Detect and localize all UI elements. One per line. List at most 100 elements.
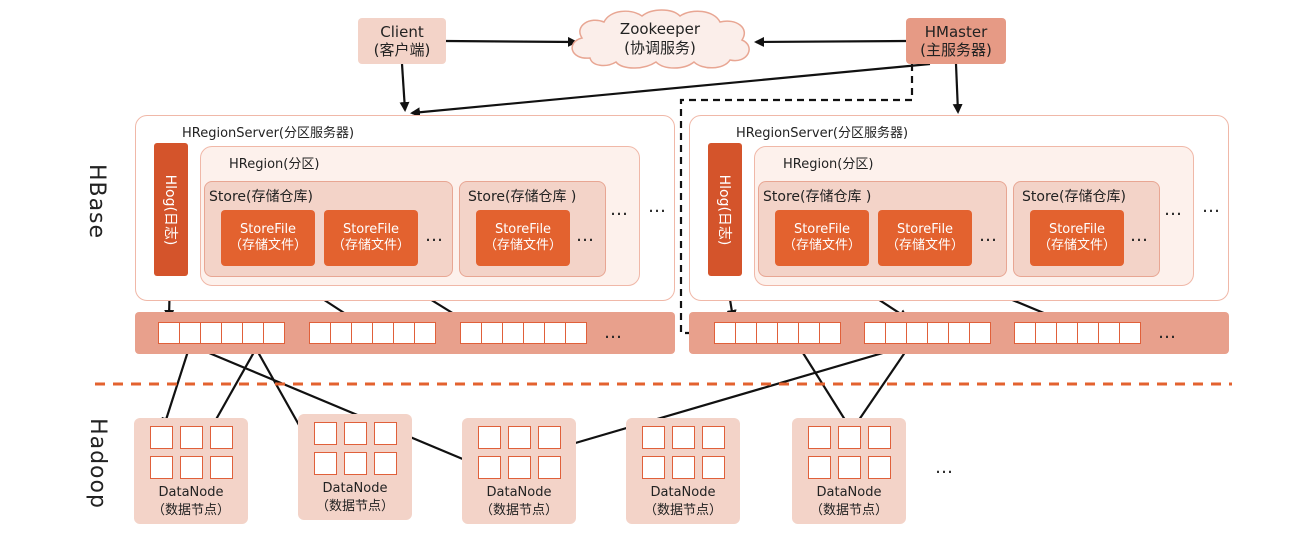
hregion-title: HRegion(分区) xyxy=(783,157,874,172)
datanode-block xyxy=(180,426,203,449)
storefile-label: StoreFile xyxy=(896,222,954,237)
storefile-label: StoreFile xyxy=(1048,222,1106,237)
store-box[interactable]: Store(存储仓库) StoreFile （存储文件） … xyxy=(1013,181,1160,277)
hdfs-block xyxy=(221,322,243,344)
region-server-2[interactable]: HRegionServer(分区服务器) Hlog(日志) HRegion(分区… xyxy=(689,115,1229,301)
hdfs-block xyxy=(1056,322,1078,344)
hdfs-block xyxy=(819,322,841,344)
datanode-block xyxy=(838,456,861,479)
store-title: Store(存储仓库) xyxy=(209,189,313,205)
hdfs-block xyxy=(969,322,991,344)
region-server-title: HRegionServer(分区服务器) xyxy=(736,126,909,141)
hmaster-to-rs1-arrow xyxy=(410,62,931,118)
datanode-block xyxy=(508,426,531,449)
region-server-title: HRegionServer(分区服务器) xyxy=(182,126,355,141)
datanode[interactable]: DataNode （数据节点） xyxy=(626,418,740,524)
hdfs-block xyxy=(481,322,503,344)
store-box[interactable]: Store(存储仓库 ) StoreFile （存储文件） StoreFile … xyxy=(758,181,1007,277)
datanode-block xyxy=(868,456,891,479)
datanode[interactable]: DataNode （数据节点） xyxy=(792,418,906,524)
datanode-block xyxy=(808,426,831,449)
hregion-box[interactable]: HRegion(分区) Store(存储仓库 ) StoreFile （存储文件… xyxy=(754,146,1194,286)
ellipsis: … xyxy=(604,322,624,343)
storefile-label: StoreFile xyxy=(239,222,297,237)
zookeeper-sublabel: (协调服务) xyxy=(624,39,696,57)
datanode-block xyxy=(210,456,233,479)
hregion-title: HRegion(分区) xyxy=(229,157,320,172)
client-label: Client xyxy=(380,23,424,41)
hmaster-sublabel: (主服务器) xyxy=(920,41,992,59)
hdfs-block xyxy=(393,322,415,344)
hdfs-block xyxy=(242,322,264,344)
datanode-block xyxy=(702,456,725,479)
hdfs-block xyxy=(565,322,587,344)
datanode-block xyxy=(538,456,561,479)
datanode-block xyxy=(642,456,665,479)
storefile-sublabel: （存储文件） xyxy=(331,238,410,253)
hdfs-block xyxy=(158,322,180,344)
hlog-box[interactable]: Hlog(日志) xyxy=(708,143,742,276)
datanode-block xyxy=(672,456,695,479)
zookeeper-label: Zookeeper xyxy=(619,20,701,38)
hdfs-block xyxy=(372,322,394,344)
storefile-box[interactable]: StoreFile （存储文件） xyxy=(775,210,869,266)
datanode-label: DataNode xyxy=(158,485,224,500)
storefile-box[interactable]: StoreFile （存储文件） xyxy=(324,210,418,266)
hmaster-node[interactable]: HMaster (主服务器) xyxy=(906,18,1006,64)
hdfs-block xyxy=(1119,322,1141,344)
datanode-block xyxy=(374,422,397,445)
datanode-block xyxy=(672,426,695,449)
datanode[interactable]: DataNode （数据节点） xyxy=(298,414,412,520)
hdfs-block xyxy=(948,322,970,344)
hadoop-label: Hadoop xyxy=(84,417,110,509)
storefile-box[interactable]: StoreFile （存储文件） xyxy=(1030,210,1124,266)
hregion-box[interactable]: HRegion(分区) Store(存储仓库) StoreFile （存储文件）… xyxy=(200,146,640,286)
region-server-1[interactable]: HRegionServer(分区服务器) Hlog(日志) HRegion(分区… xyxy=(135,115,675,301)
ellipsis: … xyxy=(979,225,999,246)
client-node[interactable]: Client (客户端) xyxy=(358,18,446,64)
hmaster-to-rs2-arrow xyxy=(952,63,963,114)
datanode[interactable]: DataNode （数据节点） xyxy=(462,418,576,524)
datanode-block xyxy=(150,456,173,479)
cloud-icon xyxy=(571,9,750,69)
hlog-box[interactable]: Hlog(日志) xyxy=(154,143,188,276)
datanode-block xyxy=(702,426,725,449)
ellipsis: … xyxy=(425,225,445,246)
storefile-box[interactable]: StoreFile （存储文件） xyxy=(221,210,315,266)
block-arrow-7 xyxy=(529,343,911,459)
store-box[interactable]: Store(存储仓库 ) StoreFile （存储文件） … xyxy=(459,181,606,277)
datanode[interactable]: DataNode （数据节点） xyxy=(134,418,248,524)
hdfs-block xyxy=(351,322,373,344)
hdfs-block xyxy=(798,322,820,344)
hdfs-block xyxy=(1014,322,1036,344)
storefile-label: StoreFile xyxy=(494,222,552,237)
hdfs-block xyxy=(179,322,201,344)
hdfs-block xyxy=(714,322,736,344)
block-arrow-4 xyxy=(189,343,479,467)
datanode-sublabel: （数据节点） xyxy=(315,499,394,514)
storefile-label: StoreFile xyxy=(342,222,400,237)
hlog-label: Hlog(日志) xyxy=(716,174,732,245)
store-box[interactable]: Store(存储仓库) StoreFile （存储文件） StoreFile （… xyxy=(204,181,453,277)
ellipsis: … xyxy=(610,199,630,220)
storefile-box[interactable]: StoreFile （存储文件） xyxy=(878,210,972,266)
storefile-sublabel: （存储文件） xyxy=(885,238,964,253)
store-title: Store(存储仓库 ) xyxy=(468,189,577,205)
client-sublabel: (客户端) xyxy=(373,41,431,59)
block-group xyxy=(714,322,842,344)
datanode-sublabel: （数据节点） xyxy=(643,503,722,518)
datanode-sublabel: （数据节点） xyxy=(479,503,558,518)
zookeeper-node[interactable]: Zookeeper (协调服务) xyxy=(560,6,760,72)
hdfs-block xyxy=(200,322,222,344)
hdfs-block xyxy=(460,322,482,344)
datanode-block xyxy=(180,456,203,479)
ellipsis: … xyxy=(935,457,955,478)
storefile-box[interactable]: StoreFile （存储文件） xyxy=(476,210,570,266)
storefile-label: StoreFile xyxy=(793,222,851,237)
hdfs-block xyxy=(735,322,757,344)
ellipsis: … xyxy=(1164,199,1184,220)
block-group xyxy=(309,322,437,344)
hdfs-block xyxy=(1077,322,1099,344)
datanode-label: DataNode xyxy=(650,485,716,500)
hdfs-block xyxy=(777,322,799,344)
